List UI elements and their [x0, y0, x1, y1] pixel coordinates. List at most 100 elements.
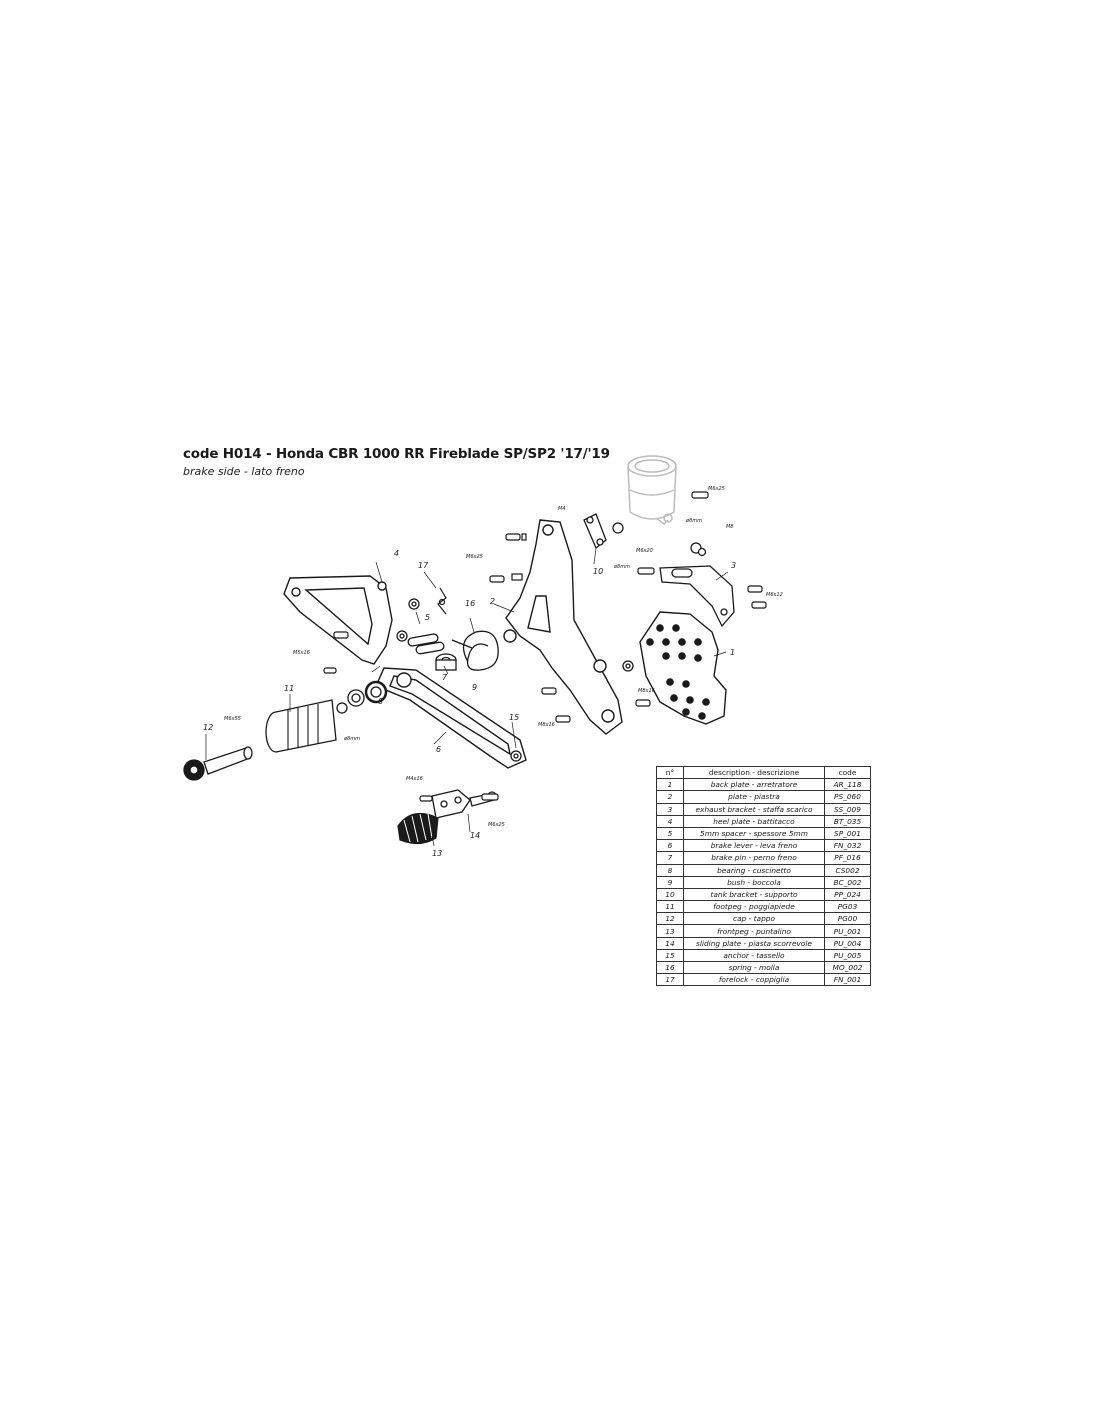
- part-number: 6: [656, 839, 684, 853]
- label-m8x16-b: M8x16: [538, 722, 555, 728]
- part-code: PS_060: [824, 790, 871, 804]
- callout-11: 11: [284, 684, 294, 693]
- label-d8mm-c: ø8mm: [343, 736, 360, 742]
- callout-numbers: 1 2 3 4 5 6 7 8 9 10 11 12 13 14 15 16 1…: [203, 549, 736, 858]
- label-m6x55: M6x55: [224, 716, 241, 722]
- label-m4: M4: [558, 506, 566, 512]
- part-code: PG03: [824, 900, 871, 914]
- part-description: cap - tappo: [683, 912, 825, 926]
- part-number: 1: [656, 778, 684, 792]
- brake-lever-part: [375, 667, 527, 769]
- part-description: bush - boccola: [683, 875, 825, 889]
- part-number: 7: [656, 851, 684, 865]
- exhaust-bracket-part: [659, 565, 735, 628]
- hardware-parts: [336, 522, 707, 762]
- label-m6x25-a: M6x25: [466, 554, 483, 560]
- callout-3: 3: [731, 561, 736, 570]
- part-description: spring - molla: [683, 960, 825, 975]
- part-description: bearing - cuscinetto: [683, 863, 825, 877]
- column-header-number: n°: [656, 765, 684, 780]
- callout-10: 10: [593, 567, 603, 576]
- callout-6: 6: [436, 745, 441, 754]
- footpeg-part: [265, 699, 337, 753]
- label-m4x16: M4x16: [406, 776, 423, 782]
- part-code: PG00: [824, 912, 871, 926]
- part-description: brake lever - leva freno: [683, 839, 825, 853]
- callout-14: 14: [470, 831, 480, 840]
- label-m8: M8: [726, 524, 734, 530]
- label-d8mm-a: ø8mm: [613, 564, 630, 570]
- part-code: PF_016: [824, 851, 871, 865]
- callout-8: 8: [378, 697, 383, 706]
- callout-16: 16: [465, 599, 475, 608]
- part-description: back plate - arretratore: [683, 778, 825, 792]
- callout-9: 9: [472, 683, 477, 692]
- part-code: PU_001: [824, 924, 871, 938]
- part-number: 12: [656, 912, 684, 926]
- part-number: 15: [656, 948, 684, 963]
- callout-12: 12: [203, 723, 213, 732]
- part-description: exhaust bracket - staffa scarico: [683, 802, 825, 816]
- label-m6x12: M6x12: [766, 592, 783, 598]
- part-code: CS002: [824, 863, 871, 877]
- forelock-part: [437, 587, 447, 615]
- callout-5: 5: [425, 613, 430, 622]
- part-code: BT_035: [824, 814, 871, 828]
- part-code: PP_024: [824, 887, 871, 902]
- part-code: PU_004: [824, 936, 871, 950]
- part-number: 9: [656, 875, 684, 889]
- part-code: SP_001: [824, 826, 871, 841]
- label-m6x25-b: M6x25: [708, 486, 725, 492]
- part-number: 13: [656, 924, 684, 938]
- callout-1: 1: [730, 648, 735, 657]
- label-m6x20: M6x20: [636, 548, 653, 554]
- part-description: anchor - tassello: [683, 948, 825, 963]
- column-header-description: description - descrizione: [683, 765, 825, 780]
- plate-part: [503, 519, 623, 735]
- label-d8mm-b: ø8mm: [685, 518, 702, 524]
- page-title: code H014 - Honda CBR 1000 RR Fireblade …: [183, 446, 610, 462]
- callout-15: 15: [509, 713, 519, 722]
- bolts: [323, 491, 767, 802]
- part-description: 5mm spacer - spessore 5mm: [683, 826, 825, 841]
- page-subtitle: brake side - lato freno: [183, 465, 305, 478]
- label-m8x16-a: M8x16: [638, 688, 655, 694]
- part-description: sliding plate - piasta scorrevole: [683, 936, 825, 950]
- part-code: MO_002: [824, 960, 871, 975]
- callout-7: 7: [442, 673, 448, 682]
- part-number: 2: [656, 790, 684, 804]
- part-description: tank bracket - supporto: [683, 887, 825, 902]
- part-description: plate - piastra: [683, 790, 825, 804]
- part-number: 16: [656, 960, 684, 975]
- part-code: AR_118: [824, 778, 871, 792]
- callout-4: 4: [394, 549, 399, 558]
- frontpeg-part: [397, 812, 439, 845]
- part-code: PU_005: [824, 948, 871, 963]
- part-code: SS_009: [824, 802, 871, 816]
- part-description: forelock - coppiglia: [683, 973, 825, 987]
- leader-lines: [205, 547, 729, 847]
- cap-part: [183, 746, 253, 781]
- part-code: FN_001: [824, 973, 871, 987]
- part-number: 14: [656, 936, 684, 950]
- part-number: 3: [656, 802, 684, 816]
- part-number: 4: [656, 814, 684, 828]
- label-m5x16: M5x16: [293, 650, 310, 656]
- part-description: brake pin - perno freno: [683, 851, 825, 865]
- label-m6x25-c: M6x25: [488, 822, 505, 828]
- part-number: 17: [656, 973, 684, 987]
- part-code: FN_032: [824, 839, 871, 853]
